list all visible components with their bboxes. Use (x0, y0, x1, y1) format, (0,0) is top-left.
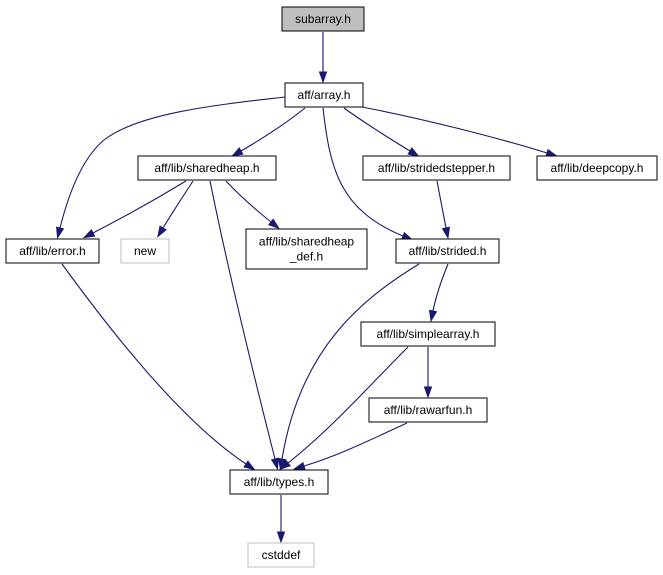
edge-simplearray-to-types (278, 346, 409, 471)
arrow-head-icon (243, 460, 256, 471)
edge-array-to-stridedstepper (343, 107, 420, 158)
node-box (120, 238, 170, 264)
node-label: aff/lib/simplearray.h (377, 327, 480, 341)
edge-sharedheap-to-error (82, 180, 187, 239)
edge-strided-to-simplearray (428, 263, 449, 323)
node-strided[interactable]: aff/lib/strided.h (395, 238, 500, 264)
edge-sharedheap-to-new (157, 180, 194, 238)
edge-stridedstepper-to-strided (436, 180, 451, 240)
node-label: new (134, 244, 156, 258)
arrow-head-icon (441, 226, 451, 240)
edge-line (59, 96, 286, 229)
edge-line (240, 107, 306, 152)
arrow-head-icon (407, 147, 420, 158)
arrow-head-icon (292, 461, 306, 470)
arrow-head-icon (231, 147, 244, 157)
arrow-head-icon (56, 226, 65, 240)
edge-line (322, 107, 404, 237)
node-new: new (120, 238, 170, 264)
edge-array-to-error (56, 96, 286, 240)
edge-line (281, 263, 420, 460)
node-sharedheap_def[interactable]: aff/lib/sharedheap_def.h (245, 228, 368, 270)
arrow-head-icon (318, 71, 328, 84)
node-box (360, 321, 496, 347)
arrow-head-icon (428, 309, 438, 323)
node-types[interactable]: aff/lib/types.h (229, 469, 329, 495)
node-box (284, 82, 364, 108)
node-simplearray[interactable]: aff/lib/simplearray.h (360, 321, 496, 347)
arrow-head-icon (157, 225, 167, 238)
node-error[interactable]: aff/lib/error.h (5, 238, 100, 264)
node-label: aff/lib/stridedstepper.h (378, 161, 495, 175)
edge-line (92, 180, 187, 234)
edge-sharedheap-to-types (209, 180, 279, 471)
node-label: aff/lib/strided.h (409, 244, 487, 258)
edge-array-to-deepcopy (361, 106, 558, 157)
node-box (368, 397, 488, 423)
edge-line (436, 180, 447, 229)
node-box (362, 155, 511, 181)
node-cstddef: cstddef (247, 542, 315, 568)
node-stridedstepper[interactable]: aff/lib/stridedstepper.h (362, 155, 511, 181)
edge-strided-to-types (277, 263, 420, 471)
arrow-head-icon (545, 148, 558, 157)
node-box (5, 238, 100, 264)
arrow-head-icon (82, 229, 96, 239)
node-label: aff/lib/error.h (19, 244, 85, 258)
edge-line (361, 106, 548, 154)
node-deepcopy[interactable]: aff/lib/deepcopy.h (536, 155, 658, 181)
edge-line (287, 346, 409, 464)
edge-simplearray-to-rawarfun (423, 347, 433, 399)
arrow-head-icon (276, 531, 286, 544)
node-sharedheap[interactable]: aff/lib/sharedheap.h (137, 155, 277, 181)
node-label: aff/array.h (298, 88, 351, 102)
node-rawarfun[interactable]: aff/lib/rawarfun.h (368, 397, 488, 423)
node-box (137, 155, 277, 181)
node-array[interactable]: aff/array.h (284, 82, 364, 108)
edge-layer (56, 32, 558, 544)
node-box (247, 542, 315, 568)
node-box (229, 469, 329, 495)
node-subarray[interactable]: subarray.h (281, 6, 365, 32)
edge-line (61, 263, 247, 465)
node-label: subarray.h (295, 12, 351, 26)
node-box (536, 155, 658, 181)
edge-line (303, 422, 408, 467)
node-layer: subarray.h aff/array.h aff/lib/sharedheap.… (5, 6, 658, 568)
arrow-head-icon (270, 457, 279, 471)
node-label: aff/lib/sharedheap.h (154, 161, 259, 175)
edge-array-to-sharedheap (231, 107, 306, 157)
node-box (245, 228, 368, 270)
edge-line (432, 263, 449, 312)
arrow-head-icon (423, 386, 433, 399)
node-box (281, 6, 365, 32)
edge-error-to-types (61, 263, 256, 471)
node-label: _def.h (289, 250, 323, 264)
edge-line (162, 180, 194, 229)
edge-sharedheap-to-sharedheap_def (225, 180, 280, 230)
node-label: aff/lib/types.h (244, 475, 315, 489)
node-label: aff/lib/sharedheap (259, 235, 355, 249)
edge-line (225, 180, 272, 223)
node-label: cstddef (262, 548, 301, 562)
edge-line (209, 180, 276, 460)
arrow-head-icon (278, 459, 291, 471)
arrow-head-icon (267, 218, 280, 230)
edge-types-to-cstddef (276, 495, 286, 544)
edge-subarray-to-array (318, 32, 328, 84)
edge-rawarfun-to-types (292, 422, 408, 470)
node-box (395, 238, 500, 264)
node-label: aff/lib/deepcopy.h (551, 161, 644, 175)
edge-line (343, 107, 411, 152)
node-label: aff/lib/rawarfun.h (384, 403, 473, 417)
